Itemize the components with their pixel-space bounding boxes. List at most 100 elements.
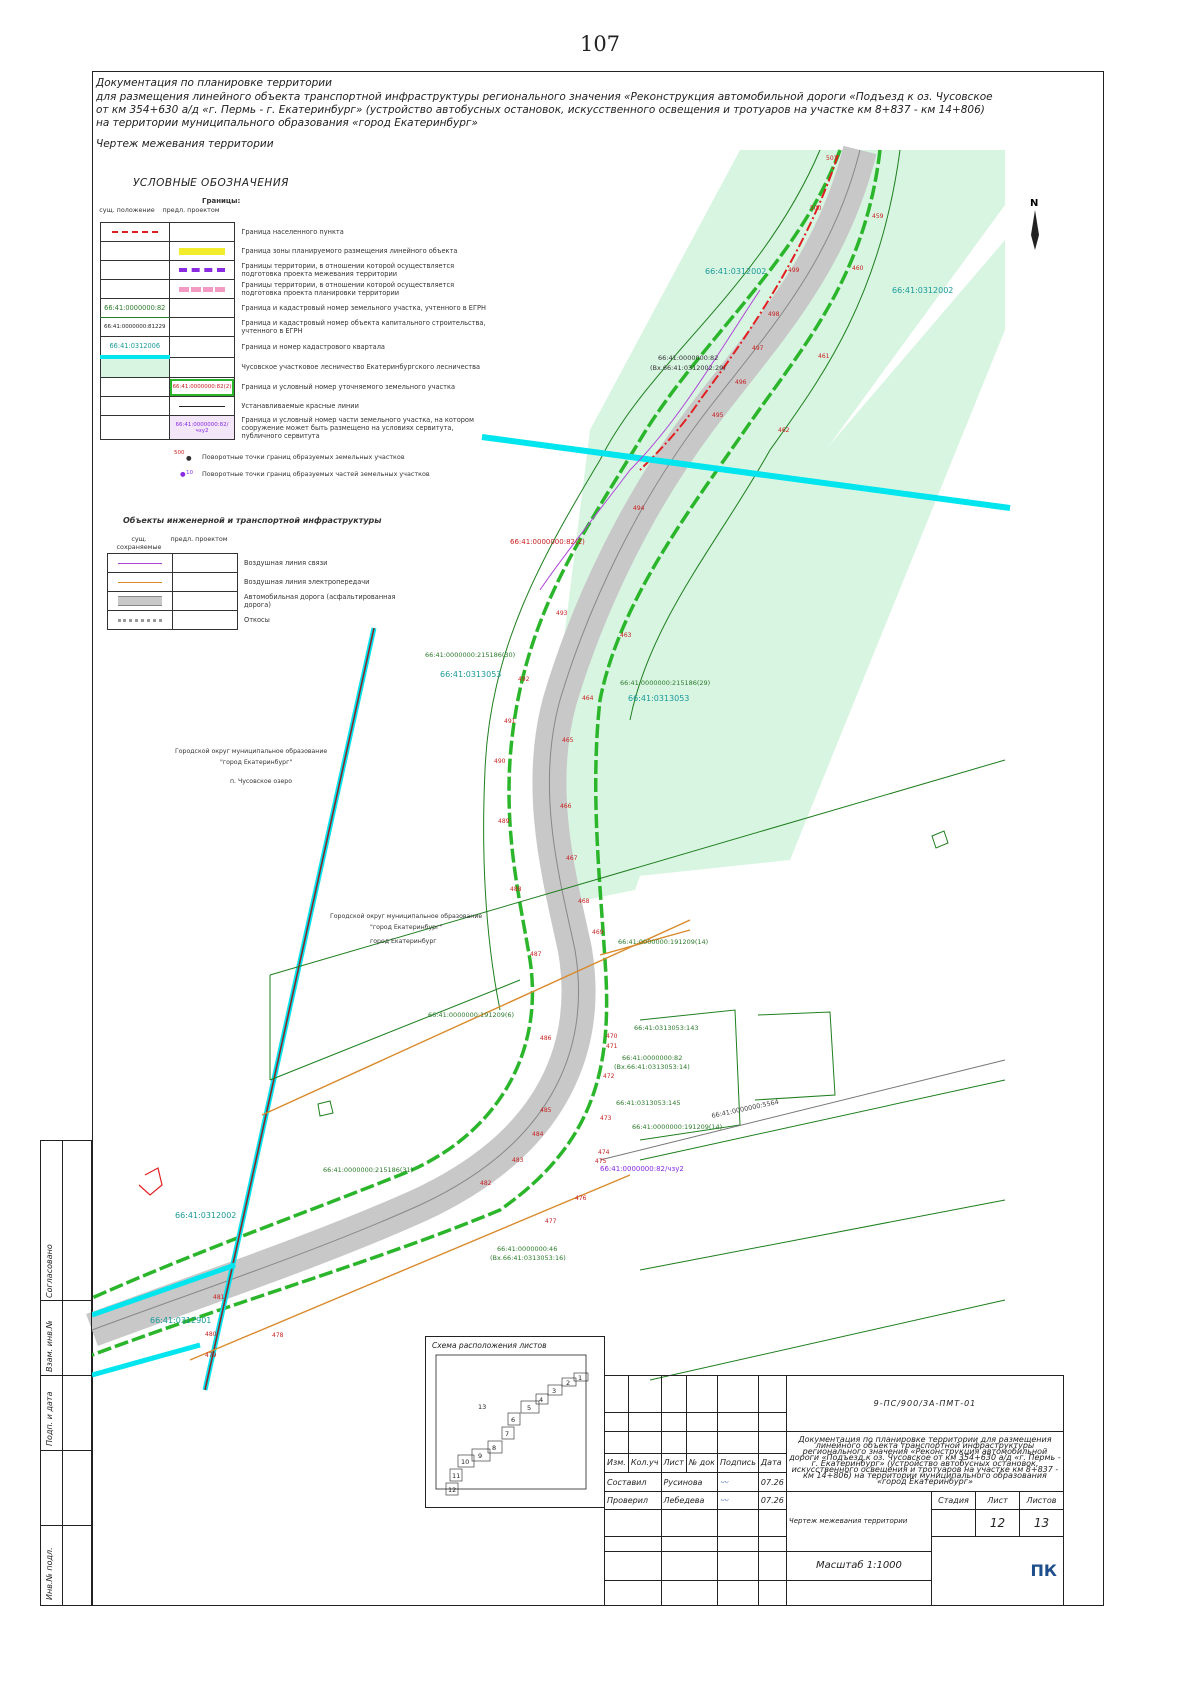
- point-label: 487: [530, 951, 542, 958]
- legend-title: УСЛОВНЫЕ ОБОЗНАЧЕНИЯ: [133, 177, 289, 189]
- scheme-sheet: 5: [527, 1404, 531, 1412]
- check-role: Проверил: [604, 1491, 662, 1510]
- point-label: 478: [272, 1332, 284, 1339]
- scheme-sheet: 13: [478, 1403, 486, 1411]
- point-label: 462: [778, 427, 790, 434]
- parcel-label: 66:41:0000000:191209(14): [632, 1123, 722, 1131]
- quarter-label: 66:41:0312002: [892, 286, 953, 295]
- quarter-label: 66:41:0312002: [175, 1211, 236, 1220]
- parcel-boundary: [649, 1299, 1006, 1381]
- legend-row: Граница и условный номер части земельног…: [241, 415, 474, 440]
- legend2-title: Объекты инженерной и транспортной инфрас…: [123, 516, 382, 525]
- scheme-sheet: 3: [552, 1387, 556, 1395]
- scheme-sheet: 6: [511, 1416, 515, 1424]
- quarter-label: 66:41:0313053: [440, 670, 501, 679]
- point-label: 481: [213, 1294, 225, 1301]
- parcel-label: 66:41:0000000:215186(31): [323, 1166, 413, 1174]
- turning-points-left: 501 500 499 498 497 496 495 494 493 492 …: [205, 155, 838, 1359]
- point-label: 461: [818, 353, 830, 360]
- parcel-boundary: [639, 1199, 1006, 1271]
- legend-row: Чусовское участковое лесничество Екатери…: [241, 363, 481, 372]
- side-inv-vzam: Взам. инв.№: [45, 1320, 54, 1372]
- col-list: Лист: [660, 1452, 687, 1474]
- power-line: [599, 929, 691, 956]
- scheme-sheet: 11: [452, 1472, 460, 1480]
- point-label: 493: [556, 610, 568, 617]
- scheme-sheet: 9: [478, 1452, 482, 1460]
- point-label: 473: [600, 1115, 612, 1122]
- point-label: 472: [603, 1073, 615, 1080]
- doc-header-line1: Документация по планировке территории: [96, 77, 332, 89]
- legend-row: Границы территории, в отношении которой …: [241, 281, 455, 297]
- drawing-subtitle: Чертеж межевания территории: [96, 138, 274, 150]
- made-name: Русинова: [660, 1471, 718, 1493]
- point-label: 498: [768, 311, 780, 318]
- legend-point-text: Поворотные точки границ образуемых часте…: [202, 470, 430, 478]
- col-ndok: № док: [685, 1452, 718, 1474]
- turning-points-right: 459 460 461 462 463 464 465 466 467 468 …: [545, 213, 884, 1225]
- made-date: 07.26: [757, 1471, 787, 1493]
- parcel-label: 66:41:0000000:82: [622, 1054, 682, 1062]
- doc-header-line2: для размещения линейного объекта транспо…: [96, 91, 993, 103]
- point-label: 475: [595, 1158, 607, 1165]
- sheets-label: Листов: [1019, 1491, 1064, 1510]
- point-label: 486: [540, 1035, 552, 1042]
- point-label: 480: [205, 1331, 217, 1338]
- parcel-boundary: [639, 1079, 1006, 1161]
- parcel-label: 66:41:0000000:191209(6): [428, 1011, 514, 1019]
- point-label: 465: [562, 737, 574, 744]
- cadastral-quarter-line: [91, 1262, 236, 1318]
- point-label: 490: [494, 758, 506, 765]
- legend-row: Граница и кадастровый номер объекта капи…: [241, 319, 486, 335]
- project-description: Документация по планировке территории дл…: [785, 1430, 1065, 1493]
- legend-sample: 66:41:0000000:81229: [100, 317, 170, 337]
- col-izm: Изм.: [604, 1452, 629, 1474]
- point-label: 489: [498, 818, 510, 825]
- col-sign: Подпись: [716, 1452, 759, 1474]
- place-label: "город Екатеринбург": [370, 923, 442, 931]
- legend2-table: Воздушная линия связи Воздушная линия эл…: [107, 553, 427, 630]
- parcel-label: 66:41:0000000:82: [658, 354, 718, 362]
- cadastral-quarter-line: [481, 434, 1011, 511]
- scheme-sheet: 10: [461, 1458, 469, 1466]
- signature-icon: 〰: [716, 1471, 759, 1493]
- legend-row: Границы территории, в отношении которой …: [241, 262, 455, 278]
- sheets-total: 13: [1019, 1508, 1064, 1537]
- parcel-label: (Вх.66:41:0313053:16): [490, 1254, 566, 1262]
- legend-row: Устанавливаемые красные линии: [241, 402, 359, 410]
- point-label: 491: [504, 718, 516, 725]
- doc-header-line3: от км 354+630 а/д «г. Пермь - г. Екатери…: [96, 104, 985, 116]
- drawing-frame: [92, 71, 1104, 1606]
- parcel-boundary: [317, 1100, 334, 1117]
- parcel-label: (Вх.66:41:0312002:29): [650, 364, 726, 372]
- power-line: [189, 1174, 631, 1361]
- point-label: 499: [788, 267, 800, 274]
- drawing-code: 9-ПС/900/ЗА-ПМТ-01: [785, 1375, 1065, 1432]
- point-label: 466: [560, 803, 572, 810]
- check-date: 07.26: [757, 1491, 787, 1510]
- point-label: 471: [606, 1043, 618, 1050]
- legend-col-existing: сущ. положение: [99, 206, 155, 214]
- legend-sample: 66:41:0312006: [100, 336, 170, 359]
- col-kol: Кол.уч: [627, 1452, 662, 1474]
- place-label: Городской округ муниципальное образовани…: [175, 747, 327, 755]
- point-label: 460: [852, 265, 864, 272]
- parcel-boundary: [599, 1059, 1006, 1161]
- point-label: 476: [575, 1195, 587, 1202]
- point-label: 469: [592, 929, 604, 936]
- point-label: 492: [518, 676, 530, 683]
- point-label: 488: [510, 886, 522, 893]
- parcel-label: 66:41:0313053:143: [634, 1024, 698, 1032]
- doc-header-line4: на территории муниципального образования…: [96, 117, 478, 129]
- point-label: 485: [540, 1107, 552, 1114]
- scheme-sheet: 1: [578, 1374, 582, 1382]
- scheme-title: Схема расположения листов: [432, 1341, 547, 1350]
- parcel-boundary: [639, 1009, 741, 1141]
- point-label: 479: [205, 1352, 217, 1359]
- sheet-label: Лист: [975, 1491, 1020, 1510]
- parcel-boundary-thin: [629, 149, 901, 721]
- legend-row: Граница населенного пункта: [241, 228, 344, 236]
- drawing-scale: Масштаб 1:1000: [785, 1550, 933, 1582]
- legend-point-text: Поворотные точки границ образуемых земел…: [202, 453, 405, 461]
